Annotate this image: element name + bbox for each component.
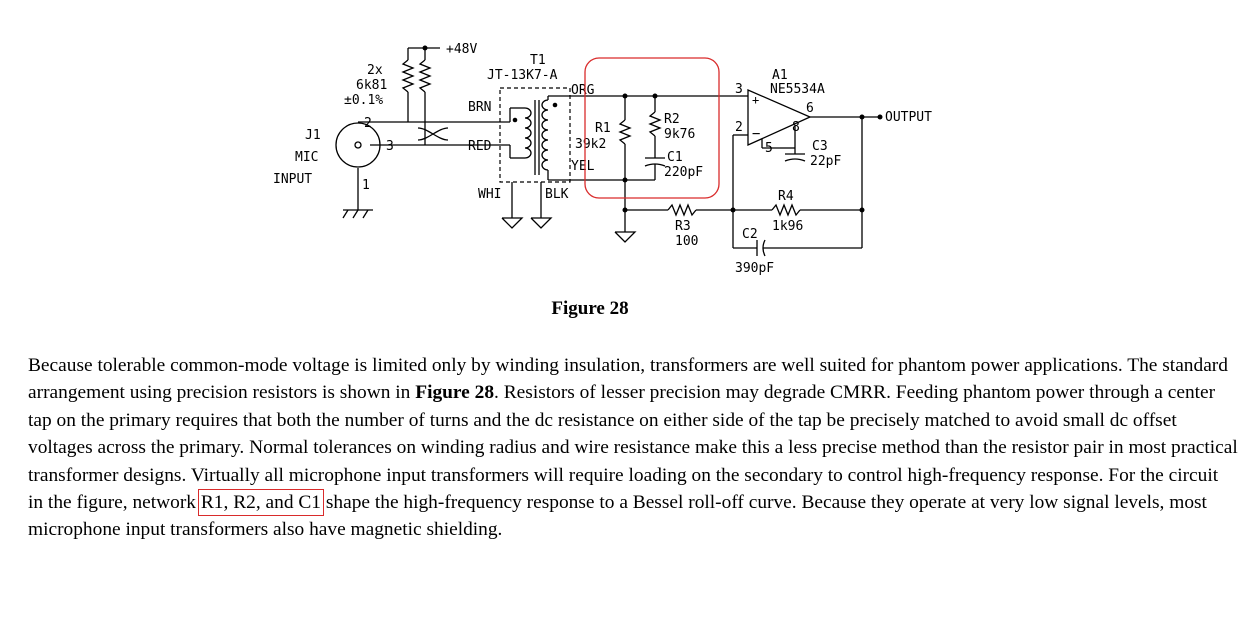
network-highlight xyxy=(584,57,720,199)
phantom-resistor-b xyxy=(418,59,432,93)
svg-text:−: − xyxy=(752,126,760,142)
phantom-resistor-a xyxy=(401,59,415,93)
r1-val: 39k2 xyxy=(575,137,606,152)
body-part-1: Because tolerable common-mode voltage is… xyxy=(28,355,1228,404)
j1-label: J1 xyxy=(305,128,321,143)
a1-ref: A1 xyxy=(772,68,788,83)
r1-resistor xyxy=(618,119,632,145)
r4-val: 1k96 xyxy=(772,219,803,234)
r2-ref: R2 xyxy=(664,112,680,127)
supply-label: +48V xyxy=(446,42,477,57)
mic-label: MIC xyxy=(295,150,318,165)
r3-val: 100 xyxy=(675,234,698,249)
op-pin6: 6 xyxy=(806,101,814,116)
op-pin2: 2 xyxy=(735,120,743,135)
c1-ref: C1 xyxy=(667,150,683,165)
c3-val: 22pF xyxy=(810,154,841,169)
red-label: RED xyxy=(468,139,492,154)
r3-resistor xyxy=(667,203,697,217)
t1-ref: T1 xyxy=(530,53,546,68)
body-paragraph: Because tolerable common-mode voltage is… xyxy=(28,352,1238,544)
op-pin8: 8 xyxy=(792,120,800,135)
r3-ref: R3 xyxy=(675,219,691,234)
r4-resistor xyxy=(771,203,801,217)
r2-val: 9k76 xyxy=(664,127,695,142)
body-part-2: . Resistors of lesser precision may degr… xyxy=(28,382,1238,514)
opamp-a1 xyxy=(747,89,812,147)
c2-val: 390pF xyxy=(735,261,774,276)
svg-text:+: + xyxy=(752,93,759,107)
blk-label: BLK xyxy=(545,187,569,202)
res-count: 2x xyxy=(367,63,383,78)
op-pin3: 3 xyxy=(735,82,743,97)
transformer-shield xyxy=(499,87,571,183)
brn-label: BRN xyxy=(468,100,491,115)
whi-label: WHI xyxy=(478,187,501,202)
r4-ref: R4 xyxy=(778,189,794,204)
org-label: ORG xyxy=(571,83,595,98)
c1-val: 220pF xyxy=(664,165,703,180)
c3-ref: C3 xyxy=(812,139,828,154)
schematic-figure-28: +48V 2x 6k81 ±0.1% 2 3 1 J1 MIC INPUT T1… xyxy=(273,42,932,276)
yel-label: YEL xyxy=(571,159,595,174)
body-part-3: shape the high-frequency response to a B… xyxy=(28,492,1207,541)
res-tolerance: ±0.1% xyxy=(344,93,383,108)
a1-part: NE5534A xyxy=(770,82,825,97)
r1-ref: R1 xyxy=(595,121,611,136)
c2-ref: C2 xyxy=(742,227,758,242)
output-label: OUTPUT xyxy=(885,110,932,125)
network-highlight-text: R1, R2, and C1 xyxy=(197,489,325,517)
pin-2: 2 xyxy=(364,116,372,131)
figure-caption: Figure 28 xyxy=(551,298,629,319)
pin-1: 1 xyxy=(362,178,370,193)
res-value: 6k81 xyxy=(356,78,387,93)
pin-3: 3 xyxy=(386,139,394,154)
figure-reference: Figure 28 xyxy=(415,382,495,404)
r2-resistor xyxy=(648,111,662,137)
t1-part: JT-13K7-A xyxy=(487,68,558,83)
input-label: INPUT xyxy=(273,172,312,187)
